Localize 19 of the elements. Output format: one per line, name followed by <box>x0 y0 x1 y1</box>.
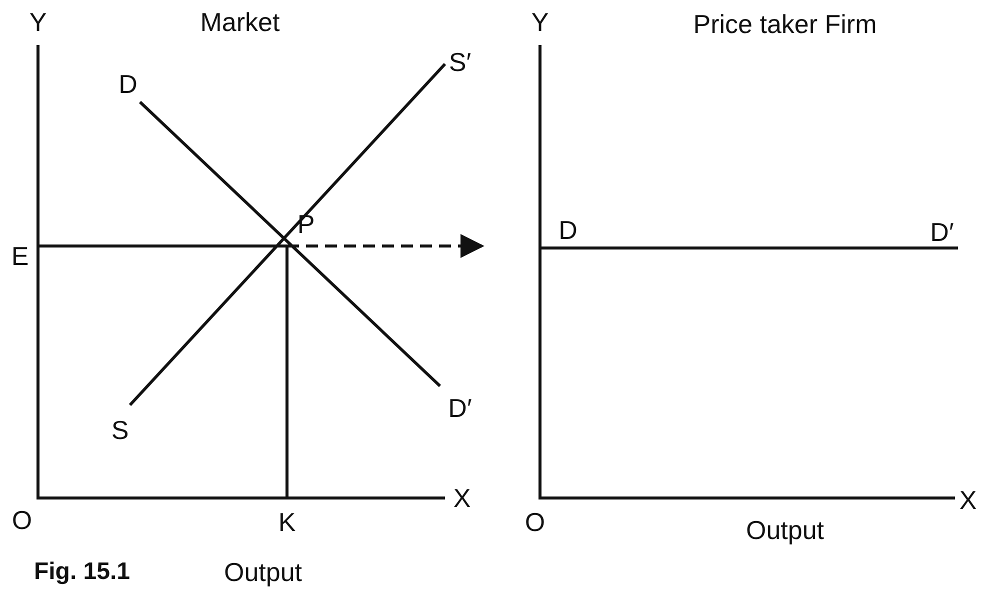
point-label: K <box>278 507 296 537</box>
curve-label: D′ <box>448 393 472 423</box>
origin-label: O <box>524 507 546 537</box>
curve-label: S′ <box>448 47 472 77</box>
chart-title: Price taker Firm <box>693 9 877 39</box>
axis-title: Output <box>224 557 302 587</box>
curve-label: D <box>558 215 578 245</box>
chart-title: Market <box>200 7 280 37</box>
figure-caption: Fig. 15.1 <box>34 557 130 587</box>
axis-label: X <box>453 483 471 513</box>
point-label: E <box>11 241 29 271</box>
curve-label: D <box>118 69 138 99</box>
axis-title: Output <box>746 515 824 545</box>
axis-label: Y <box>531 7 549 37</box>
curve-label: D′ <box>930 217 954 247</box>
axis-label: Y <box>29 7 47 37</box>
axis-label: X <box>959 485 977 515</box>
origin-label: O <box>12 505 32 535</box>
curve-label: S <box>111 415 129 445</box>
